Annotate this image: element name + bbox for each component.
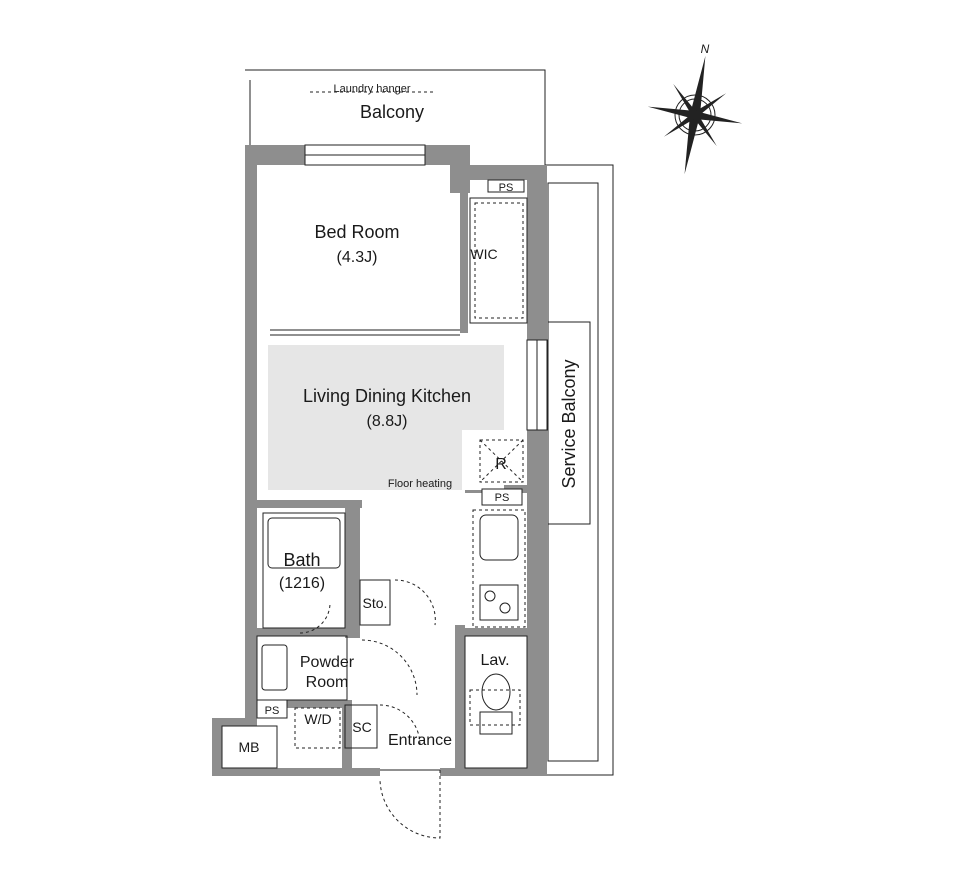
- bedroom-name: Bed Room: [314, 222, 399, 242]
- bathroom: [262, 512, 346, 634]
- kitchen-counter: [472, 509, 526, 628]
- wic-label: WIC: [470, 246, 497, 262]
- ps-bottom-label: PS: [265, 705, 280, 717]
- meter-box: [221, 725, 278, 769]
- laundry-hanger-label: Laundry hanger: [333, 83, 410, 95]
- powder-door-swing: [361, 639, 418, 696]
- ldk-size: (8.8J): [367, 413, 408, 430]
- shoe-closet: [344, 704, 378, 749]
- ps-top-label: PS: [499, 182, 514, 194]
- compass-icon: [647, 55, 743, 175]
- service-balcony-door: [526, 339, 548, 431]
- lavatory-label: Lav.: [480, 652, 509, 669]
- ps-kitchen-label: PS: [495, 492, 510, 504]
- floor-heating-label: Floor heating: [388, 478, 452, 490]
- stove-burner-1: [484, 590, 496, 602]
- shoe-closet-label: SC: [352, 719, 371, 735]
- bath-size: (1216): [279, 575, 325, 592]
- kitchen-ps-box: [481, 488, 523, 506]
- balcony-window: [304, 144, 426, 166]
- lavatory: [464, 635, 528, 769]
- powder-room: [256, 635, 348, 749]
- powder-room-line2: Room: [306, 674, 349, 691]
- storage-label: Sto.: [363, 595, 388, 611]
- bedroom-partition: [270, 329, 460, 336]
- powder-room-line1: Powder: [300, 654, 355, 671]
- entrance-label: Entrance: [388, 732, 452, 749]
- refrigerator-space: [479, 439, 524, 483]
- wic-closet: [469, 179, 528, 324]
- ldk-name: Living Dining Kitchen: [303, 386, 471, 406]
- storage-closet: [359, 579, 391, 626]
- bath-name: Bath: [283, 550, 320, 570]
- refrigerator-label: R: [495, 456, 507, 473]
- service-balcony-label: Service Balcony: [559, 359, 579, 488]
- storage-door-swing: [394, 579, 436, 626]
- meter-box-label: MB: [239, 739, 260, 755]
- service-balcony-area: [544, 164, 614, 776]
- washer-dryer-label: W/D: [304, 711, 331, 727]
- stove-burner-2: [499, 602, 511, 614]
- balcony-area: [245, 69, 546, 165]
- exterior-walls: [212, 145, 547, 776]
- toilet-icon: [481, 673, 511, 711]
- bedroom-size: (4.3J): [337, 249, 378, 266]
- entrance-door: [379, 704, 441, 839]
- compass-north-label: N: [701, 42, 710, 56]
- balcony-label: Balcony: [360, 102, 424, 122]
